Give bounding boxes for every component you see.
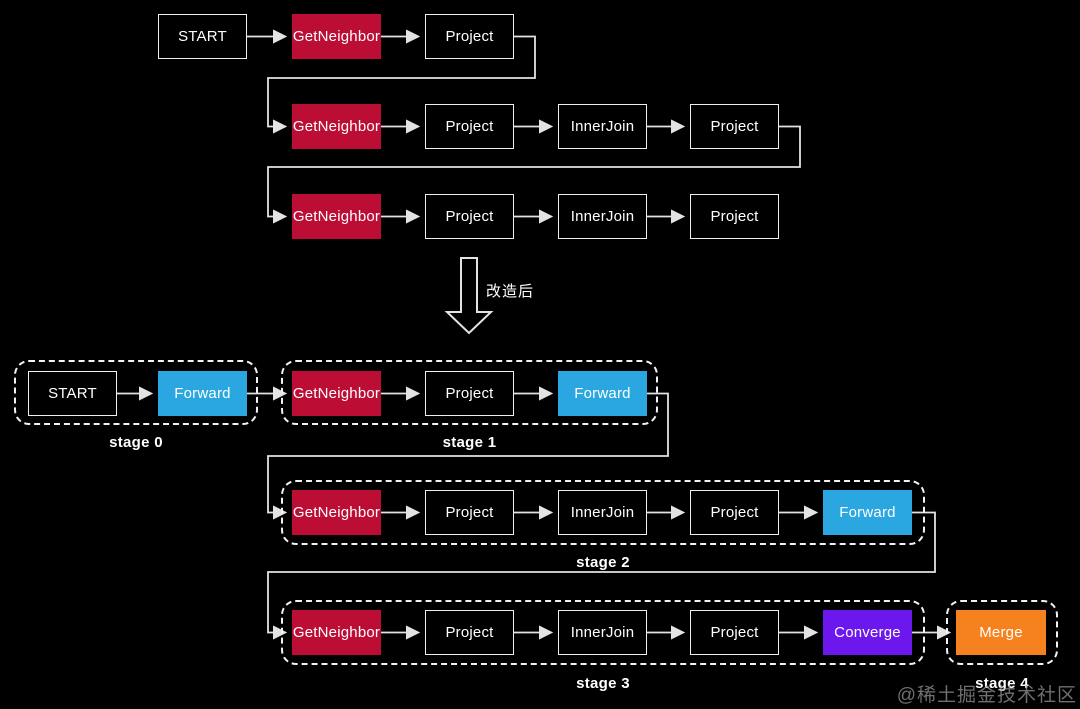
node-start: START	[28, 371, 117, 416]
node-getneighbor: GetNeighbor	[292, 490, 381, 535]
stage-1-box	[281, 360, 658, 425]
node-project: Project	[425, 371, 514, 416]
stage-3-box	[281, 600, 925, 665]
node-innerjoin: InnerJoin	[558, 610, 647, 655]
node-start: START	[158, 14, 247, 59]
node-project: Project	[425, 104, 514, 149]
node-forward: Forward	[558, 371, 647, 416]
node-project: Project	[690, 610, 779, 655]
stage-3-label: stage 3	[576, 675, 630, 692]
stage-0-label: stage 0	[109, 434, 163, 451]
node-innerjoin: InnerJoin	[558, 490, 647, 535]
node-project: Project	[425, 194, 514, 239]
node-project: Project	[425, 490, 514, 535]
stage-4-label: stage 4	[975, 675, 1029, 692]
node-project: Project	[425, 610, 514, 655]
node-getneighbor: GetNeighbor	[292, 371, 381, 416]
node-project: Project	[690, 490, 779, 535]
node-getneighbor: GetNeighbor	[292, 14, 381, 59]
node-innerjoin: InnerJoin	[558, 194, 647, 239]
node-merge: Merge	[956, 610, 1046, 655]
transform-label: 改造后	[486, 283, 535, 300]
node-project: Project	[690, 104, 779, 149]
stage-2-box	[281, 480, 925, 545]
node-project: Project	[690, 194, 779, 239]
node-getneighbor: GetNeighbor	[292, 194, 381, 239]
watermark: @稀土掘金技术社区	[896, 685, 1077, 706]
node-getneighbor: GetNeighbor	[292, 104, 381, 149]
stage-0-box	[14, 360, 258, 425]
node-project: Project	[425, 14, 514, 59]
node-forward: Forward	[823, 490, 912, 535]
node-converge: Converge	[823, 610, 912, 655]
stage-2-label: stage 2	[576, 554, 630, 571]
node-getneighbor: GetNeighbor	[292, 610, 381, 655]
stage-4-box	[946, 600, 1058, 665]
stage-1-label: stage 1	[442, 434, 497, 451]
node-forward: Forward	[158, 371, 247, 416]
node-innerjoin: InnerJoin	[558, 104, 647, 149]
